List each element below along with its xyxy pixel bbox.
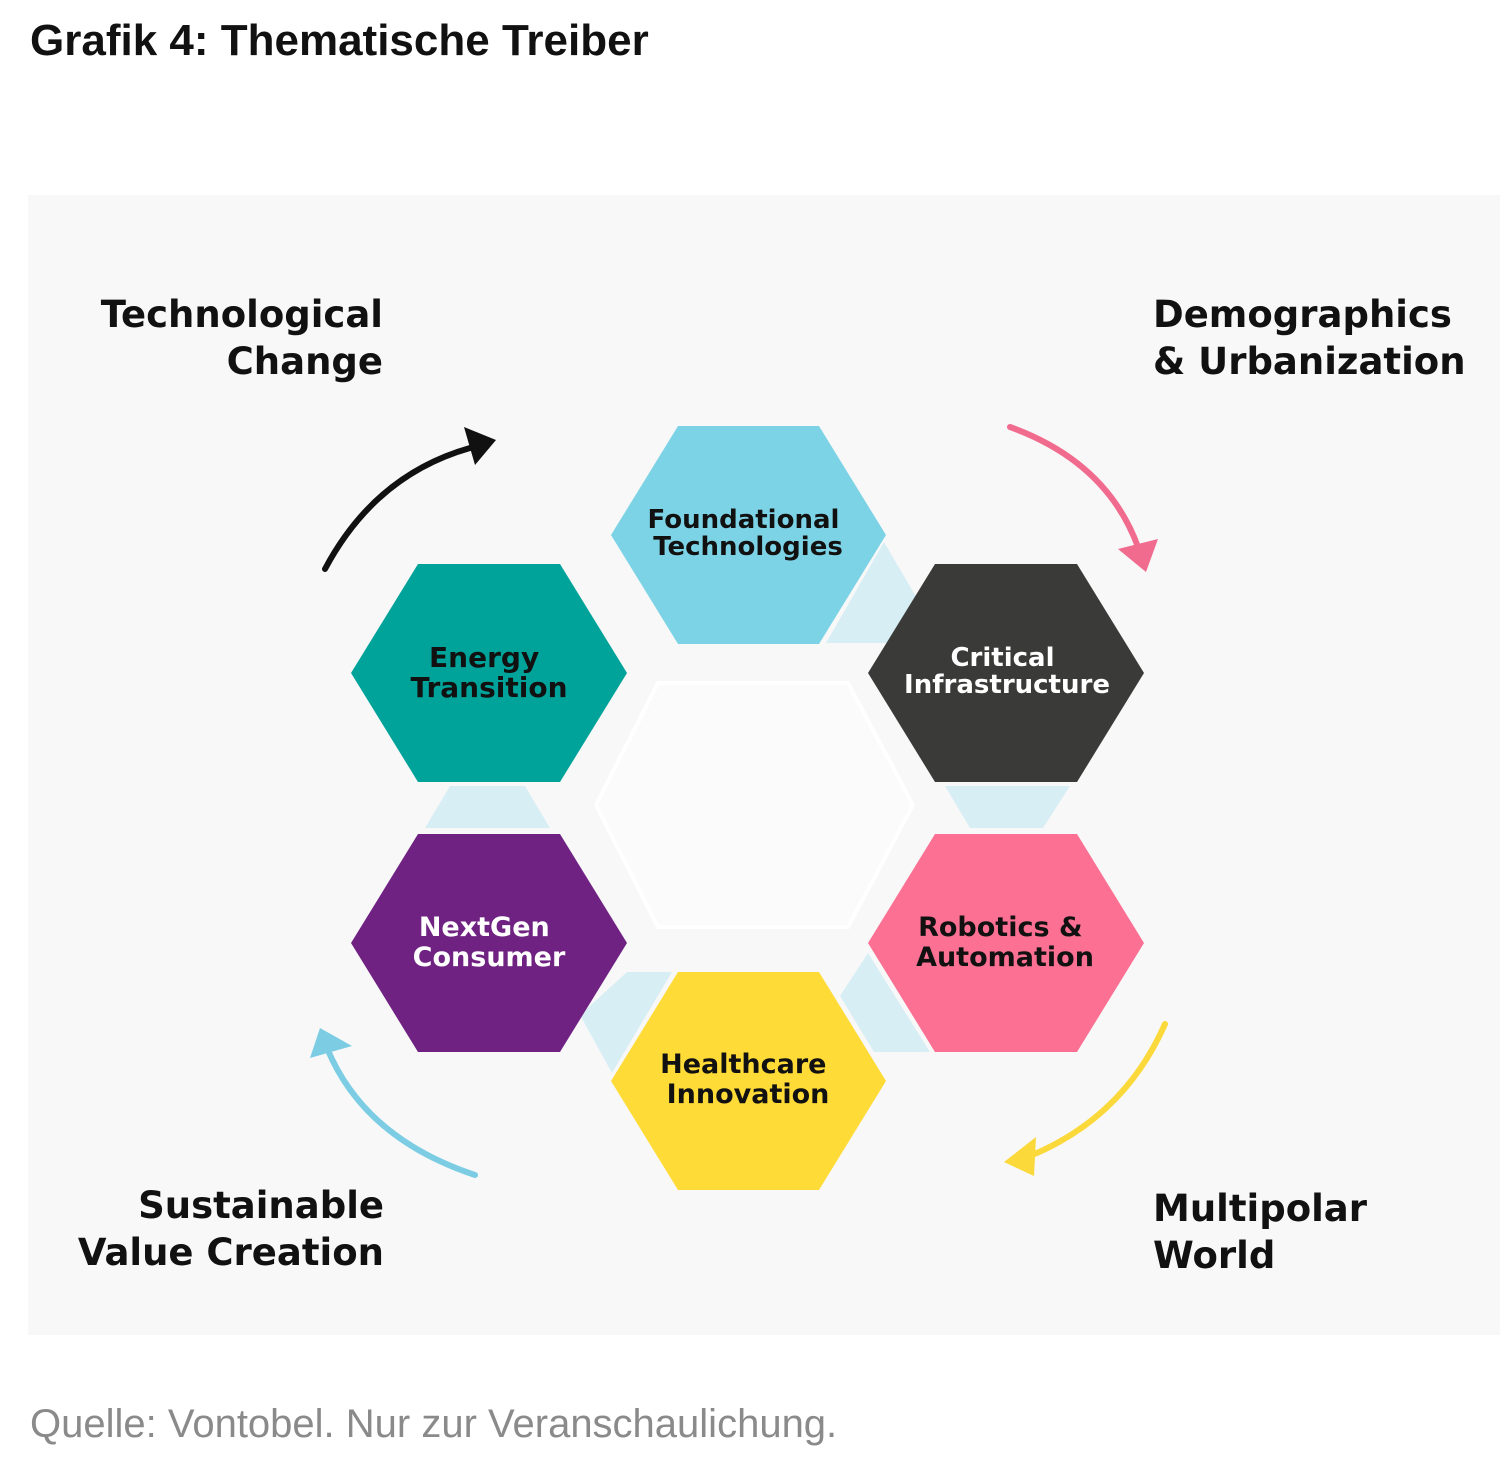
arrow-head-icon bbox=[310, 1028, 352, 1058]
theme-line-1: Sustainable bbox=[138, 1184, 384, 1227]
hexagon-robotics-automation: Robotics & Automation bbox=[868, 834, 1144, 1052]
theme-technological-change: Technological Change bbox=[101, 291, 383, 385]
theme-line-2: Change bbox=[226, 340, 383, 383]
connector-foundational-critical bbox=[826, 542, 918, 643]
hexagon-label-line-2: Consumer bbox=[413, 942, 566, 973]
arrow-bottom-right bbox=[1004, 1021, 1168, 1176]
hexagon-label: Foundational Technologies bbox=[648, 505, 849, 562]
theme-demographics-urbanization: Demographics & Urbanization bbox=[1153, 291, 1466, 385]
hexagon-shape bbox=[868, 834, 1144, 1052]
hexagon-label-line-1: Energy bbox=[429, 641, 539, 674]
hexagon-shape bbox=[611, 972, 886, 1190]
hexagon-label-line-1: Foundational bbox=[648, 505, 840, 535]
theme-line-2: & Urbanization bbox=[1153, 340, 1466, 383]
connector-robotics-healthcare bbox=[840, 953, 930, 1052]
hexagon-label-line-1: Healthcare bbox=[660, 1049, 826, 1080]
hexagon-label-line-1: Robotics & bbox=[918, 912, 1082, 943]
hexagon-label-line-2: Infrastructure bbox=[904, 670, 1110, 700]
arrow-shaft bbox=[324, 1045, 478, 1178]
arrow-bottom-left bbox=[310, 1028, 478, 1178]
arrow-top-right bbox=[1007, 424, 1158, 572]
arrow-shaft bbox=[322, 445, 473, 572]
hexagon-label: NextGen Consumer bbox=[413, 912, 566, 973]
figure-title: Grafik 4: Thematische Treiber bbox=[30, 16, 649, 65]
hexagon-label: Robotics & Automation bbox=[916, 912, 1094, 973]
hexagon-shape bbox=[868, 564, 1144, 782]
hexagon-critical-infrastructure: Critical Infrastructure bbox=[868, 564, 1144, 782]
hexagon-label-line-2: Innovation bbox=[667, 1079, 830, 1110]
arrow-shaft bbox=[1007, 424, 1141, 550]
hexagon-label: Energy Transition bbox=[410, 641, 567, 704]
hexagon-label-line-1: NextGen bbox=[419, 912, 550, 943]
theme-line-2: World bbox=[1153, 1234, 1276, 1277]
hexagon-label: Healthcare Innovation bbox=[660, 1049, 836, 1110]
arrow-head-icon bbox=[1118, 539, 1158, 572]
hexagon-label: Critical Infrastructure bbox=[904, 643, 1110, 700]
connector-critical-robotics bbox=[945, 786, 1070, 828]
theme-line-1: Demographics bbox=[1153, 293, 1452, 336]
hexagon-energy-transition: Energy Transition bbox=[351, 564, 627, 782]
theme-line-2: Value Creation bbox=[77, 1231, 384, 1274]
hexagon-shape bbox=[611, 426, 886, 644]
arrow-head-icon bbox=[1004, 1137, 1036, 1176]
connector-nextgen-energy bbox=[425, 786, 550, 828]
connector-healthcare-nextgen bbox=[580, 972, 672, 1073]
hexagon-nextgen-consumer: NextGen Consumer bbox=[351, 834, 627, 1052]
source-note: Quelle: Vontobel. Nur zur Veranschaulich… bbox=[30, 1402, 838, 1446]
arrow-top-left bbox=[322, 427, 496, 572]
hexagon-shape bbox=[351, 834, 627, 1052]
hexagon-label-line-2: Technologies bbox=[653, 532, 843, 562]
theme-line-1: Multipolar bbox=[1153, 1187, 1368, 1230]
hexagon-label-line-1: Critical bbox=[950, 643, 1054, 673]
theme-sustainable-value-creation: Sustainable Value Creation bbox=[78, 1182, 384, 1276]
center-hexagon-outline bbox=[593, 681, 916, 929]
hexagon-label-line-2: Automation bbox=[916, 942, 1094, 973]
arrow-head-icon bbox=[464, 427, 496, 465]
hexagon-foundational-technologies: Foundational Technologies bbox=[611, 426, 886, 644]
hexagon-label-line-2: Transition bbox=[410, 671, 567, 704]
arrow-shaft bbox=[1027, 1021, 1168, 1159]
hexagon-healthcare-innovation: Healthcare Innovation bbox=[611, 972, 886, 1190]
hexagon-shape bbox=[351, 564, 627, 782]
connectors bbox=[425, 542, 1070, 1073]
theme-multipolar-world: Multipolar World bbox=[1153, 1185, 1367, 1279]
theme-line-1: Technological bbox=[100, 293, 383, 336]
